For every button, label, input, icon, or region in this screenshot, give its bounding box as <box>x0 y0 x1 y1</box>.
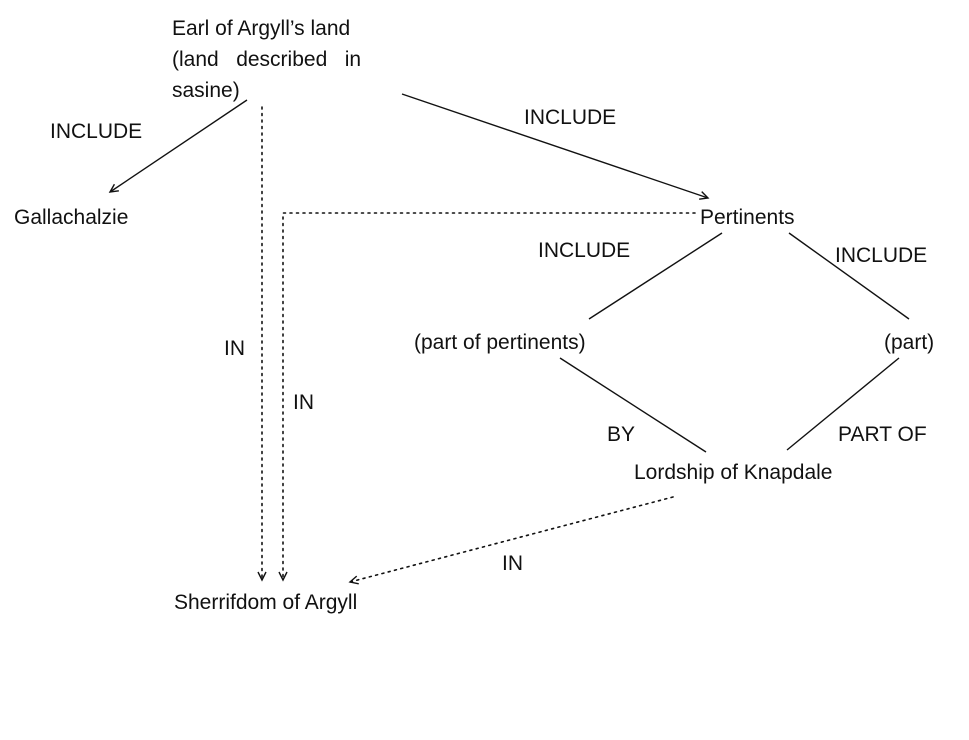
edge-earl-to-pertinents <box>401 93 710 200</box>
edge-label-include-pertinents: INCLUDE <box>524 106 617 129</box>
node-earl-of-argylls-land-line1: Earl of Argyll’s land <box>172 17 351 40</box>
edge-pertinents-to-part-of-pertinents <box>588 232 723 320</box>
node-gallachalzie: Gallachalzie <box>14 206 129 229</box>
edge-label-part-of: PART OF <box>838 423 927 446</box>
node-lordship-of-knapdale: Lordship of Knapdale <box>634 461 833 484</box>
edge-label-by: BY <box>607 423 636 446</box>
edge-label-include-part: INCLUDE <box>835 244 928 267</box>
edge-pertinents-to-part <box>788 232 910 320</box>
node-part: (part) <box>884 331 935 354</box>
node-earl-of-argylls-land-line2: (land described in <box>172 48 362 71</box>
edge-part-to-lordship <box>786 357 900 451</box>
edge-label-in-lordship-sherrifdom: IN <box>502 552 523 575</box>
edge-label-in-earl-sherrifdom: IN <box>224 337 245 360</box>
edge-earl-to-gallachalzie <box>108 99 248 193</box>
node-sherrifdom-of-argyll: Sherrifdom of Argyll <box>174 591 358 614</box>
node-part-of-pertinents: (part of pertinents) <box>414 331 586 354</box>
edge-part-of-pertinents-to-lordship <box>559 357 707 453</box>
edge-label-include-gallachalzie: INCLUDE <box>50 120 143 143</box>
node-earl-of-argylls-land-line3: sasine) <box>172 79 240 102</box>
node-earl-of-argylls-land: Earl of Argyll’s land (land described in… <box>172 13 412 106</box>
edge-label-include-part-of-pertinents: INCLUDE <box>538 239 631 262</box>
edge-pertinents-to-sherrifdom <box>278 212 696 582</box>
edge-label-in-pertinents-sherrifdom: IN <box>293 391 314 414</box>
node-pertinents: Pertinents <box>700 206 795 229</box>
